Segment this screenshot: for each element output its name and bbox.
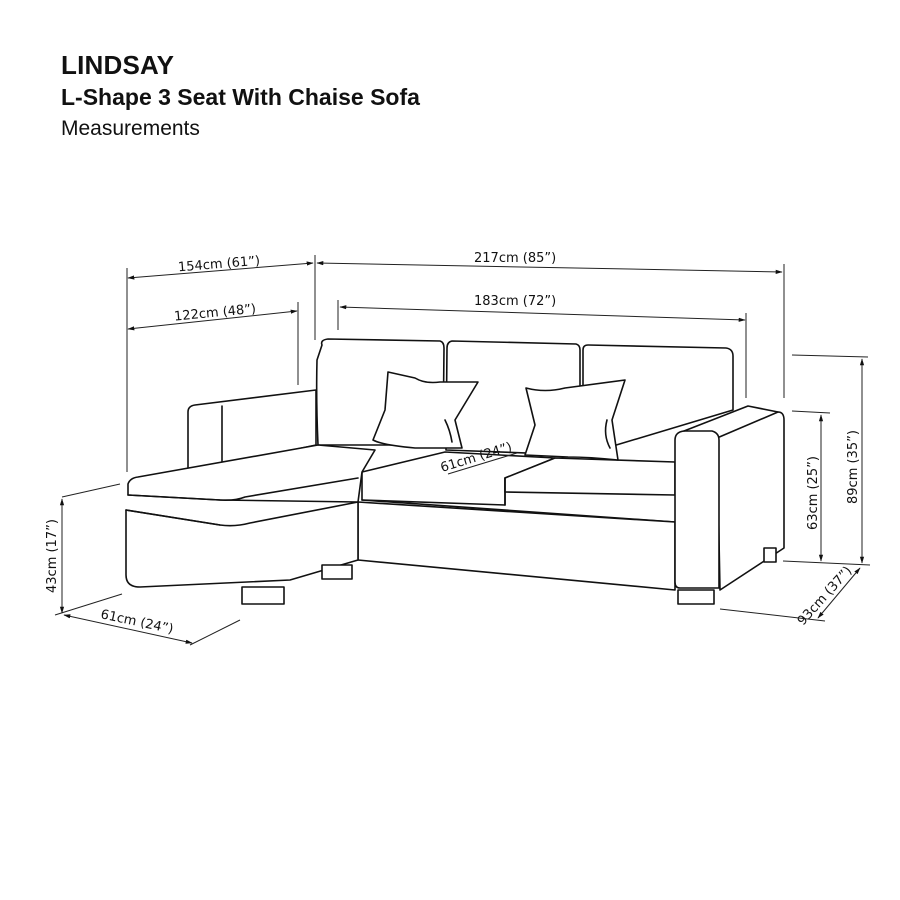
chaise-seat: [127, 444, 376, 503]
dim-63cm-label: 63cm (25”): [806, 456, 821, 530]
chaise-leg-front: [241, 586, 285, 605]
dim-183cm-label: 183cm (72”): [474, 294, 556, 309]
dim-61cm-chaise-label: 61cm (24”): [99, 607, 174, 637]
dim-43cm-label: 43cm (17”): [45, 519, 60, 593]
sofa-base: [357, 501, 676, 591]
back-cushion-right: [582, 344, 734, 456]
sofa-leg-back: [763, 547, 777, 563]
product-subtitle: L-Shape 3 Seat With Chaise Sofa: [61, 84, 420, 110]
product-name: LINDSAY: [61, 50, 175, 80]
sofa-leg-front: [677, 589, 715, 605]
chaise-front: [125, 501, 359, 588]
dim-217cm-label: 217cm (85”): [474, 251, 556, 266]
measurements-caption: Measurements: [61, 117, 200, 140]
dim-122cm-label: 122cm (48”): [174, 302, 257, 325]
dim-89cm-label: 89cm (35”): [846, 430, 861, 504]
pillow-right: [524, 379, 626, 461]
right-arm-side: [716, 411, 785, 591]
dim-154cm-label: 154cm (61”): [177, 254, 260, 276]
dim-93cm-label: 93cm (37”): [795, 564, 856, 629]
pillow-left: [372, 371, 479, 449]
right-arm-front: [674, 430, 720, 589]
sofa-illustration: [125, 338, 785, 605]
chaise-leg-back: [321, 564, 353, 580]
